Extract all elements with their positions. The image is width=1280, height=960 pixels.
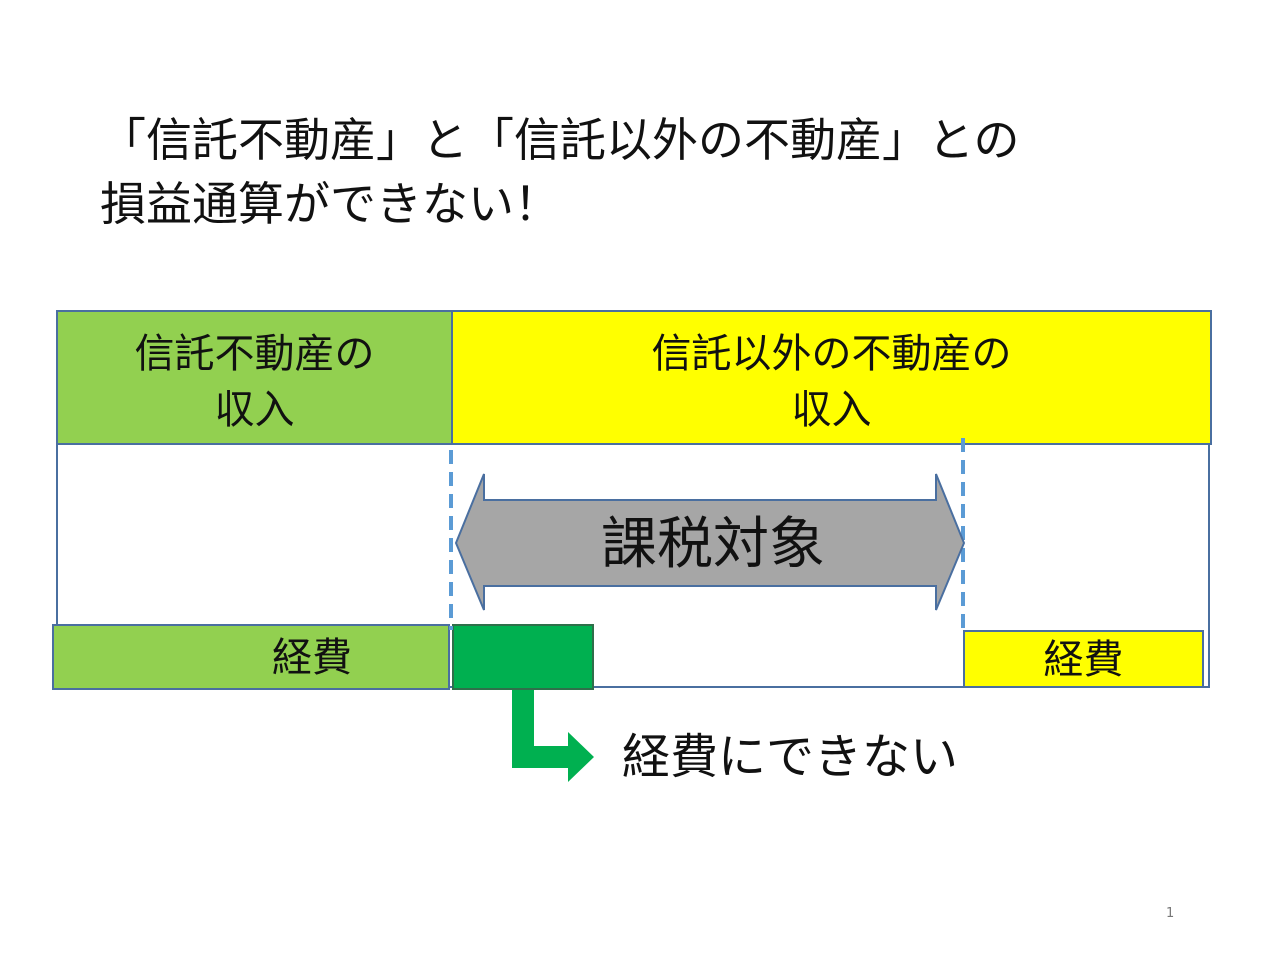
slide-title-line-1: 「信託不動産」と「信託以外の不動産」との xyxy=(100,113,1020,167)
taxable-double-arrow-icon xyxy=(454,473,966,611)
not-deductible-label: 経費にできない xyxy=(622,729,959,785)
other-expense-label: 経費 xyxy=(1043,637,1124,683)
trust-expense-box: 経費 xyxy=(52,624,450,690)
taxable-label: 課税対象 xyxy=(601,512,825,577)
other-income-label-line-1: 信託以外の不動産の xyxy=(651,331,1012,377)
slide-title: 「信託不動産」と「信託以外の不動産」との 損益通算ができない！ xyxy=(100,108,1220,236)
other-income-label-line-2: 収入 xyxy=(791,387,872,433)
page-number: 1 xyxy=(1166,906,1175,921)
trust-expense-label: 経費 xyxy=(272,635,352,681)
slide-title-line-2: 損益通算ができない！ xyxy=(100,177,560,231)
other-income-box: 信託以外の不動産の 収入 xyxy=(451,310,1212,445)
trust-income-label-line-1: 信託不動産の xyxy=(134,331,375,377)
trust-income-label-line-2: 収入 xyxy=(214,387,295,433)
non-deductible-expense-block xyxy=(452,624,594,690)
other-expense-box: 経費 xyxy=(963,630,1204,688)
bent-arrow-icon xyxy=(512,690,594,782)
